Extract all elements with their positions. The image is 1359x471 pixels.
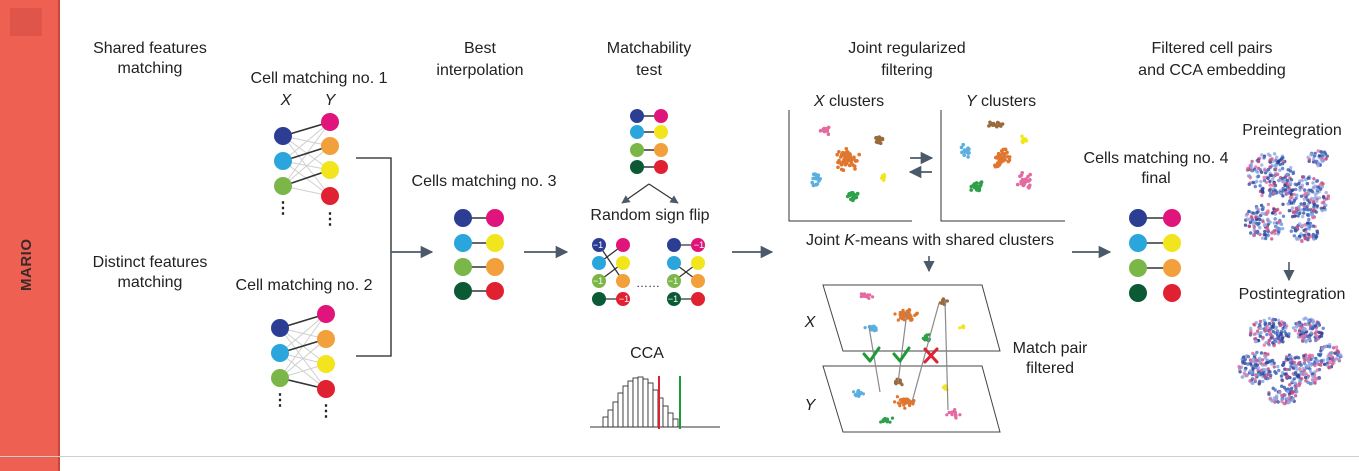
matchability-title-line2: test (636, 62, 662, 79)
flip-left: −1 −1 −1 (592, 238, 630, 306)
plane-x-label: X (804, 314, 817, 331)
match1-label: Cell matching no. 1 (251, 70, 388, 87)
flip-label: Random sign flip (590, 207, 709, 224)
distinct-title-line1: Distinct features (93, 254, 208, 271)
flip-split-arrows (621, 183, 679, 204)
exchange-arrows (908, 151, 934, 179)
match3-label: Cells matching no. 3 (412, 173, 557, 190)
kmeans-label: Joint K-means with shared clusters (806, 232, 1054, 249)
match4-line2: final (1141, 170, 1170, 187)
plane-y-scatter (852, 377, 962, 424)
ellipsis-x1: ⋮ (275, 200, 291, 217)
ellipsis-y1: ⋮ (322, 211, 338, 228)
merge-bracket (356, 157, 392, 357)
bottom-rule (0, 456, 1359, 457)
neg-label: −1 (619, 294, 629, 304)
distinct-title-line2: matching (118, 274, 183, 291)
check-marks (862, 346, 911, 363)
flip-right: −1 −1 −1 (667, 238, 705, 306)
match4-line1: Cells matching no. 4 (1084, 150, 1229, 167)
plane-y (822, 365, 1001, 433)
post-label: Postintegration (1239, 286, 1346, 303)
interp-title-line1: Best (464, 40, 497, 57)
filtered-line2: filtered (1026, 360, 1074, 377)
workflow-diagram: Shared features matching Cell matching n… (93, 40, 1346, 433)
neg-label: −1 (668, 276, 678, 286)
brand-logo: MARIO (18, 238, 35, 292)
neg-label: −1 (694, 240, 704, 250)
pairs-match3 (454, 209, 504, 300)
dots-between: …… (636, 276, 660, 290)
neg-label: −1 (593, 240, 603, 250)
neg-label: −1 (593, 276, 603, 286)
cca-label: CCA (630, 345, 664, 362)
interp-title-line2: interpolation (436, 62, 523, 79)
neg-label: −1 (668, 294, 678, 304)
x-axis-label: X (280, 92, 293, 109)
bipartite-2 (271, 305, 335, 398)
filtered-line1: Match pair (1013, 340, 1088, 357)
sidebar-band: MARIO (0, 0, 58, 471)
postintegration-embedding (1237, 316, 1343, 406)
y-cluster-axes (940, 110, 1065, 222)
bipartite-1 (274, 113, 339, 205)
x-cluster-axes (788, 110, 912, 222)
preintegration-embedding (1243, 149, 1331, 243)
pre-label: Preintegration (1242, 122, 1342, 139)
plane-x-scatter (859, 292, 966, 343)
y-cluster-scatter (959, 120, 1032, 193)
filtering-title-line1: Joint regularized (848, 40, 965, 57)
final-title-line1: Filtered cell pairs (1152, 40, 1273, 57)
y-clusters-label: Y clusters (966, 93, 1036, 110)
corner-box (10, 8, 42, 36)
ellipsis-x2: ⋮ (272, 392, 288, 409)
pairs-final (1129, 209, 1181, 302)
final-title-line2: and CCA embedding (1138, 62, 1286, 79)
x-cluster-scatter (810, 125, 887, 203)
plane-y-label: Y (805, 397, 817, 414)
cross-mark (923, 347, 939, 364)
shared-title-line1: Shared features (93, 40, 207, 57)
sidebar-edge (58, 0, 60, 471)
cca-histogram (602, 376, 679, 428)
shared-title-line2: matching (118, 60, 183, 77)
pairs-top (630, 109, 668, 174)
match2-label: Cell matching no. 2 (236, 277, 373, 294)
filtering-title-line2: filtering (881, 62, 933, 79)
pair-links (868, 299, 949, 411)
ellipsis-y2: ⋮ (318, 403, 334, 420)
matchability-title-line1: Matchability (607, 40, 691, 57)
y-axis-label: Y (325, 92, 337, 109)
x-clusters-label: X clusters (813, 93, 884, 110)
